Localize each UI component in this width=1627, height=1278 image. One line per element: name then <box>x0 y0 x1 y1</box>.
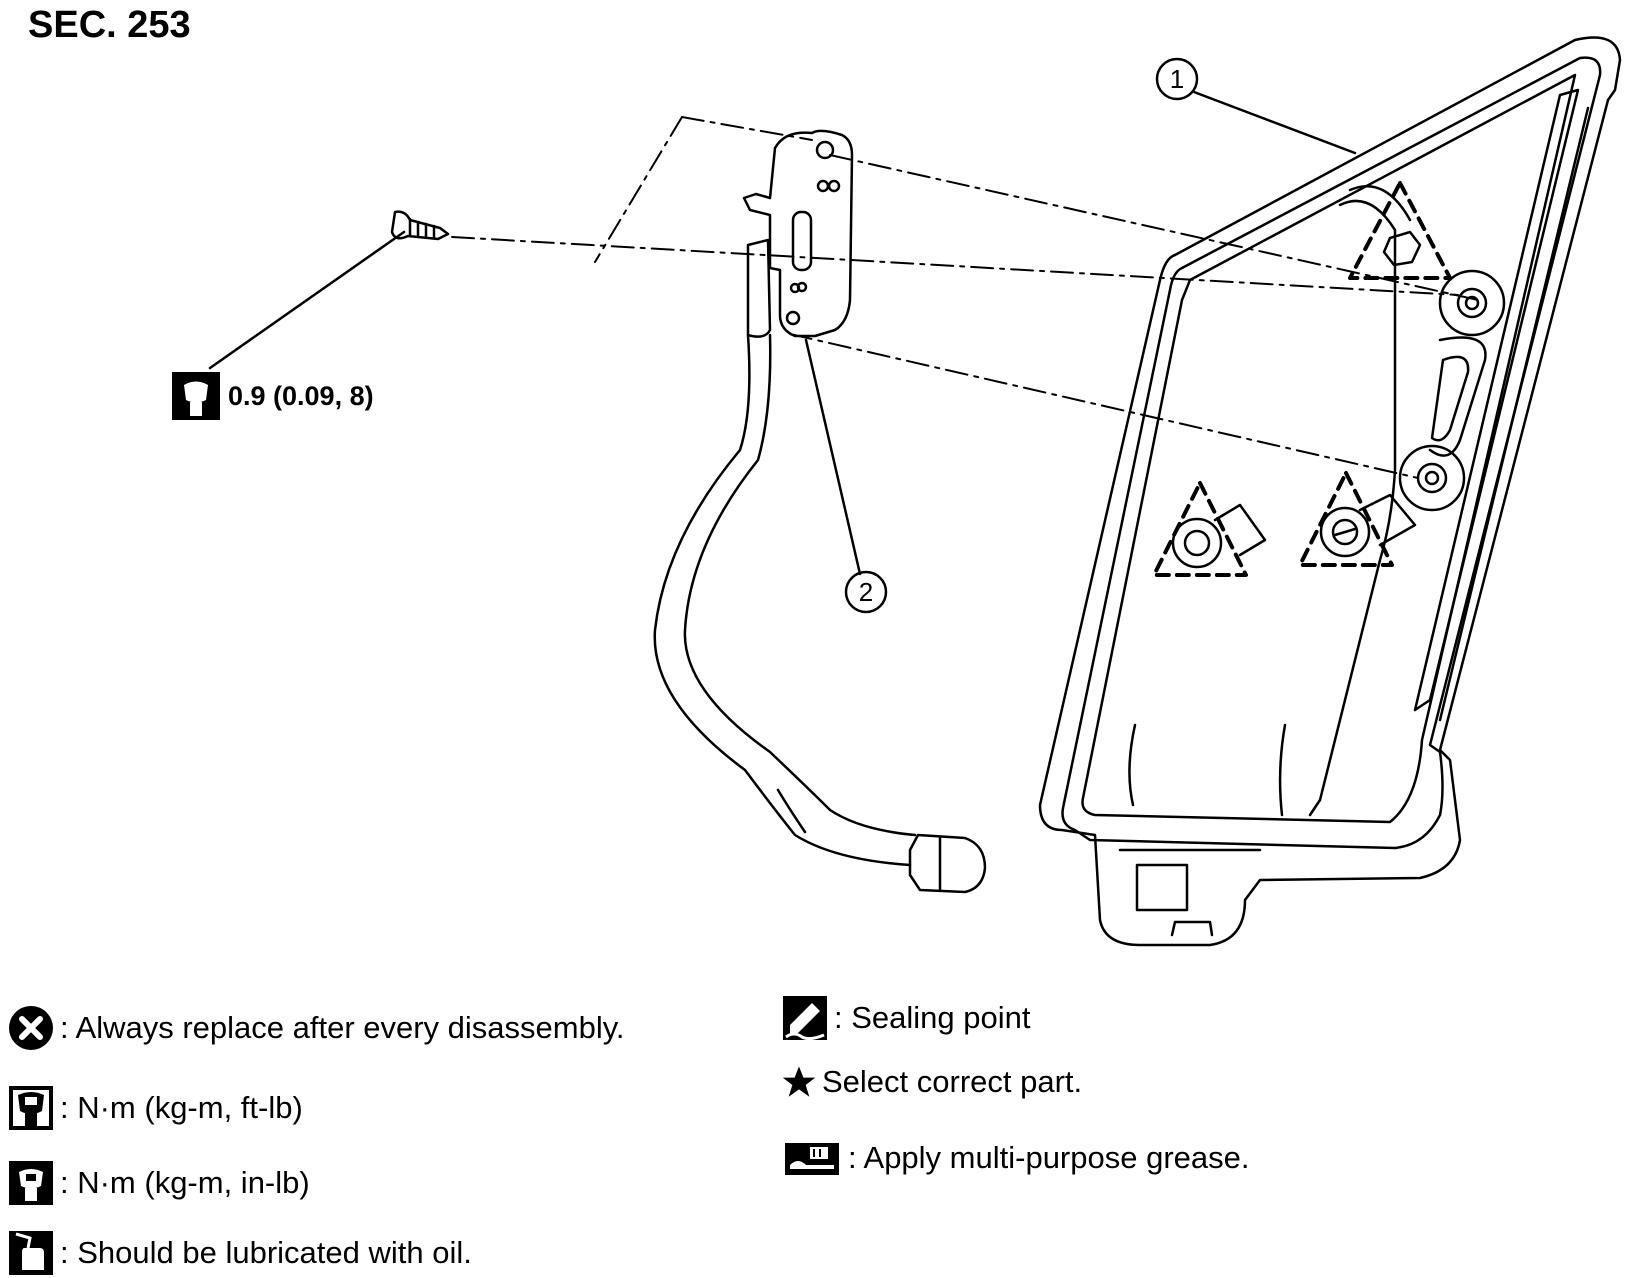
legend-text: : N·m (kg-m, ft-lb) <box>60 1090 303 1125</box>
legend-item-torque-ft-lb: : N·m (kg-m, ft-lb) <box>8 1085 303 1131</box>
legend-text: : Sealing point <box>834 1000 1031 1035</box>
callout-1: 1 <box>1155 57 1199 101</box>
svg-text:2: 2 <box>859 577 873 607</box>
sealant-icon <box>783 996 827 1041</box>
legend-item-torque-in-lb: : N·m (kg-m, in-lb) <box>8 1160 310 1206</box>
legend-text: : Always replace after every disassembly… <box>60 1010 625 1045</box>
legend-text: : Should be lubricated with oil. <box>60 1235 472 1270</box>
grease-gun-icon <box>785 1143 839 1175</box>
torque-wrench-solid-icon <box>172 372 220 420</box>
legend-text: : N·m (kg-m, in-lb) <box>60 1165 310 1200</box>
legend-item-grease: : Apply multi-purpose grease. <box>782 1135 1250 1181</box>
legend-text: : Apply multi-purpose grease. <box>848 1140 1250 1175</box>
legend-item-oil: : Should be lubricated with oil. <box>8 1230 472 1276</box>
mirror-housing-part-1 <box>1038 36 1622 947</box>
torque-wrench-icon <box>9 1086 53 1130</box>
svg-text:0.9 (0.09, 8): 0.9 (0.09, 8) <box>228 381 374 411</box>
legend-item-replace: : Always replace after every disassembly… <box>8 1005 625 1051</box>
callout-2: 2 <box>844 570 888 614</box>
harness-bracket-part-2 <box>390 129 987 894</box>
torque-wrench-solid-icon <box>9 1161 53 1205</box>
legend-item-sealant: : Sealing point <box>782 995 1030 1041</box>
star-icon <box>782 1066 816 1097</box>
oil-can-icon <box>9 1231 53 1275</box>
section-number: SEC. 253 <box>28 4 191 46</box>
torque-spec: 0.9 (0.09, 8) <box>172 372 374 420</box>
legend-item-select-part: Select correct part. <box>782 1064 1082 1100</box>
legend-text: Select correct part. <box>822 1064 1083 1099</box>
svg-text:1: 1 <box>1170 64 1184 94</box>
x-circle-icon <box>9 1006 53 1050</box>
exploded-parts-diagram: 1 2 0.9 (0.09, 8) <box>172 36 1622 947</box>
